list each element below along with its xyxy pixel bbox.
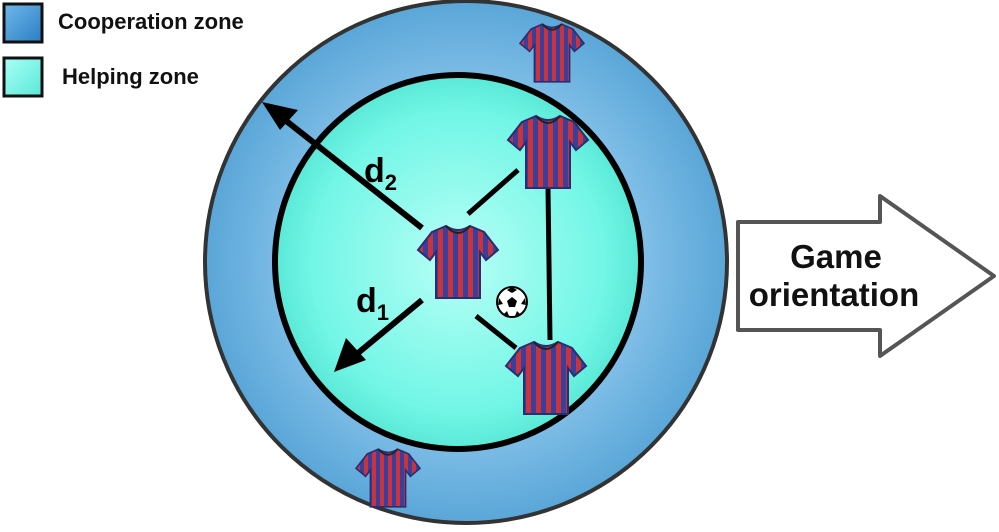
d2-label: d2 [364,152,397,195]
game-orientation-arrow: Game orientation [736,194,996,358]
d1-arrow [334,297,424,372]
legend-helping-swatch-icon [2,56,44,98]
d2-arrow [262,102,424,231]
game-orientation-line1: Game [790,238,882,275]
soccer-ball-icon [496,286,528,318]
legend-cooperation-swatch-icon [2,2,44,44]
game-orientation-line2: orientation [749,276,920,313]
d1-label: d1 [356,282,389,325]
pass-line-vertical [545,187,553,341]
pass-line-bottom [474,314,518,350]
legend-cooperation-label: Cooperation zone [58,9,244,34]
pass-line-top [466,168,520,216]
legend-helping-label: Helping zone [62,64,199,89]
